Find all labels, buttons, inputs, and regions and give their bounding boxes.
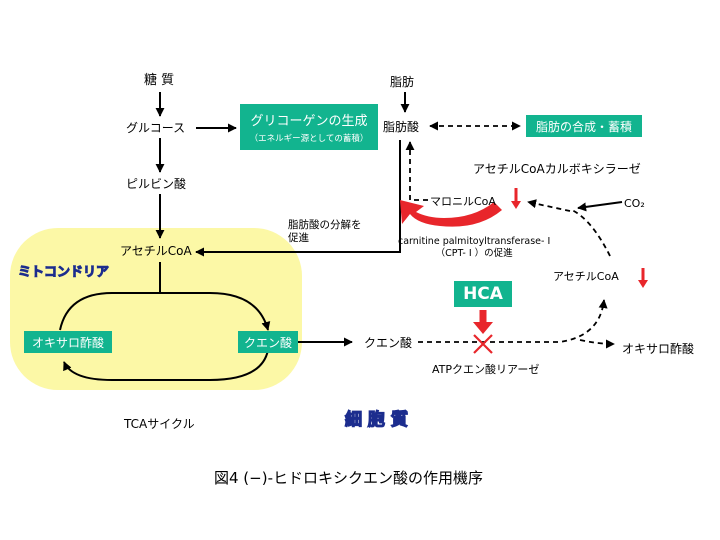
tca-arc-from-oxaloacetate	[59, 292, 160, 331]
citrate-node: クエン酸	[364, 336, 413, 350]
arrow-to-malonylcoa	[527, 199, 571, 212]
acetyl-coa-mito-node: アセチルCoA	[120, 244, 192, 258]
figure-caption: 図4 (−)-ヒドロキシクエン酸の作用機序	[214, 469, 483, 487]
fatty-acid-node: 脂肪酸	[383, 120, 420, 134]
arrow-co2-input	[577, 201, 623, 212]
tca-cycle-label: TCAサイクル	[124, 417, 195, 431]
arrow-fatty-acid-breakdown	[195, 140, 401, 257]
hca-box: HCA	[454, 281, 512, 307]
co2-node: CO₂	[624, 197, 645, 210]
red-curved-arrow	[400, 200, 502, 227]
tca-arc-bottom	[63, 349, 269, 381]
path-citrate-to-acetylcoa	[418, 299, 608, 343]
glycogen-title: グリコーゲンの生成	[250, 114, 368, 129]
cpt-label: carnitine palmitoyltransferase- I（CPT- I…	[398, 236, 551, 260]
malonyl-coa-node: マロニルCoA	[430, 195, 496, 208]
arrow-malonylcoa-to-fattyacid	[405, 141, 428, 201]
path-to-oxaloacetate	[579, 339, 615, 349]
glycogen-box: グリコーゲンの生成 （エネルギー源としての蓄積）	[240, 104, 378, 150]
cytoplasm-label: 細 胞 質	[345, 409, 408, 430]
decrease-arrow-acetylcoa	[638, 268, 648, 288]
fat-node: 脂肪	[390, 75, 415, 89]
glycogen-subtitle: （エネルギー源としての蓄積）	[249, 134, 369, 144]
pyruvate-node: ピルビン酸	[126, 177, 187, 191]
mitochondria-label: ミトコンドリア	[18, 265, 109, 280]
atp-citrate-lyase-label: ATPクエン酸リアーゼ	[432, 363, 540, 376]
mito-oxaloacetate-box: オキサロ酢酸	[24, 331, 112, 353]
mito-citrate-box: クエン酸	[238, 331, 298, 353]
fatty-acid-breakdown-label: 脂肪酸の分解を促進	[288, 219, 362, 244]
fat-synthesis-box: 脂肪の合成・蓄積	[526, 115, 642, 137]
sugar-node: 糖 質	[144, 73, 175, 88]
acetyl-coa-cyto-node: アセチルCoA	[553, 270, 619, 283]
decrease-arrow-malonylcoa	[511, 188, 521, 209]
inhibition-x-mark	[473, 334, 493, 354]
oxaloacetate-cyto-node: オキサロ酢酸	[622, 342, 695, 356]
tca-arc-to-citrate	[160, 292, 271, 331]
acc-enzyme-label: アセチルCoAカルボキシラーゼ	[473, 162, 641, 176]
hca-inhibition-head	[473, 322, 493, 334]
path-acetylcoa-to-acc	[571, 209, 611, 257]
glucose-node: グルコース	[126, 121, 186, 135]
